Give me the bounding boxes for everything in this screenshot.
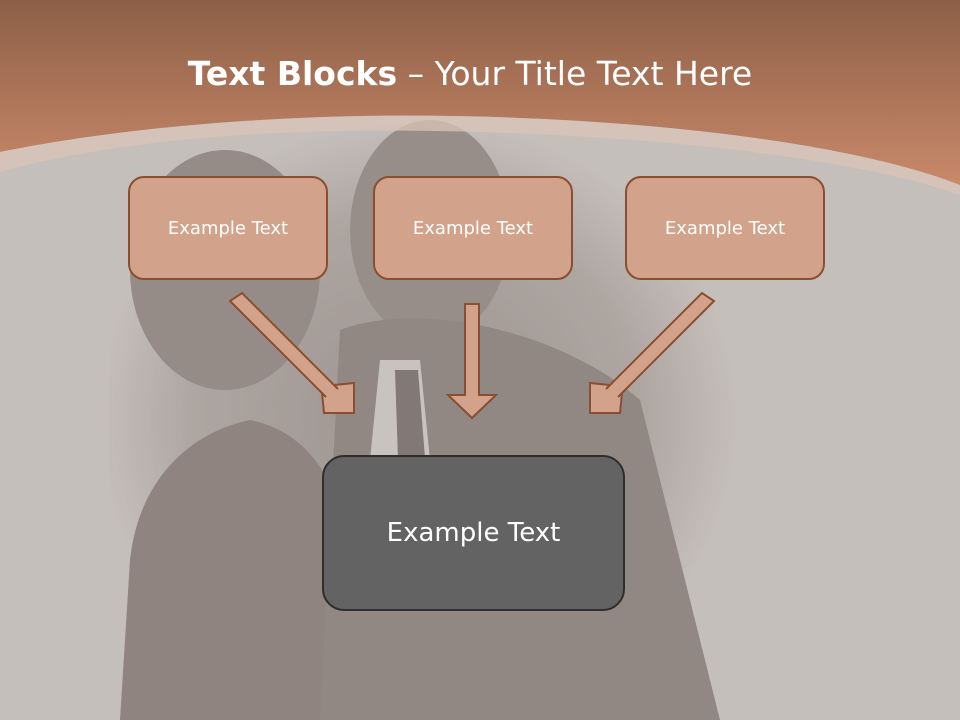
text-block-1-label: Example Text — [167, 217, 289, 239]
text-block-2-label: Example Text — [412, 217, 534, 239]
main-text-block-label: Example Text — [386, 518, 561, 548]
slide-title-bold: Text Blocks — [187, 54, 398, 93]
slide-title-rest: – Your Title Text Here — [397, 54, 753, 93]
text-block-2[interactable]: Example Text — [373, 176, 573, 280]
text-block-1[interactable]: Example Text — [128, 176, 328, 280]
slide-title: Text Blocks – Your Title Text Here — [0, 54, 940, 93]
text-block-3-label: Example Text — [664, 217, 786, 239]
main-text-block[interactable]: Example Text — [322, 455, 625, 611]
text-block-3[interactable]: Example Text — [625, 176, 825, 280]
